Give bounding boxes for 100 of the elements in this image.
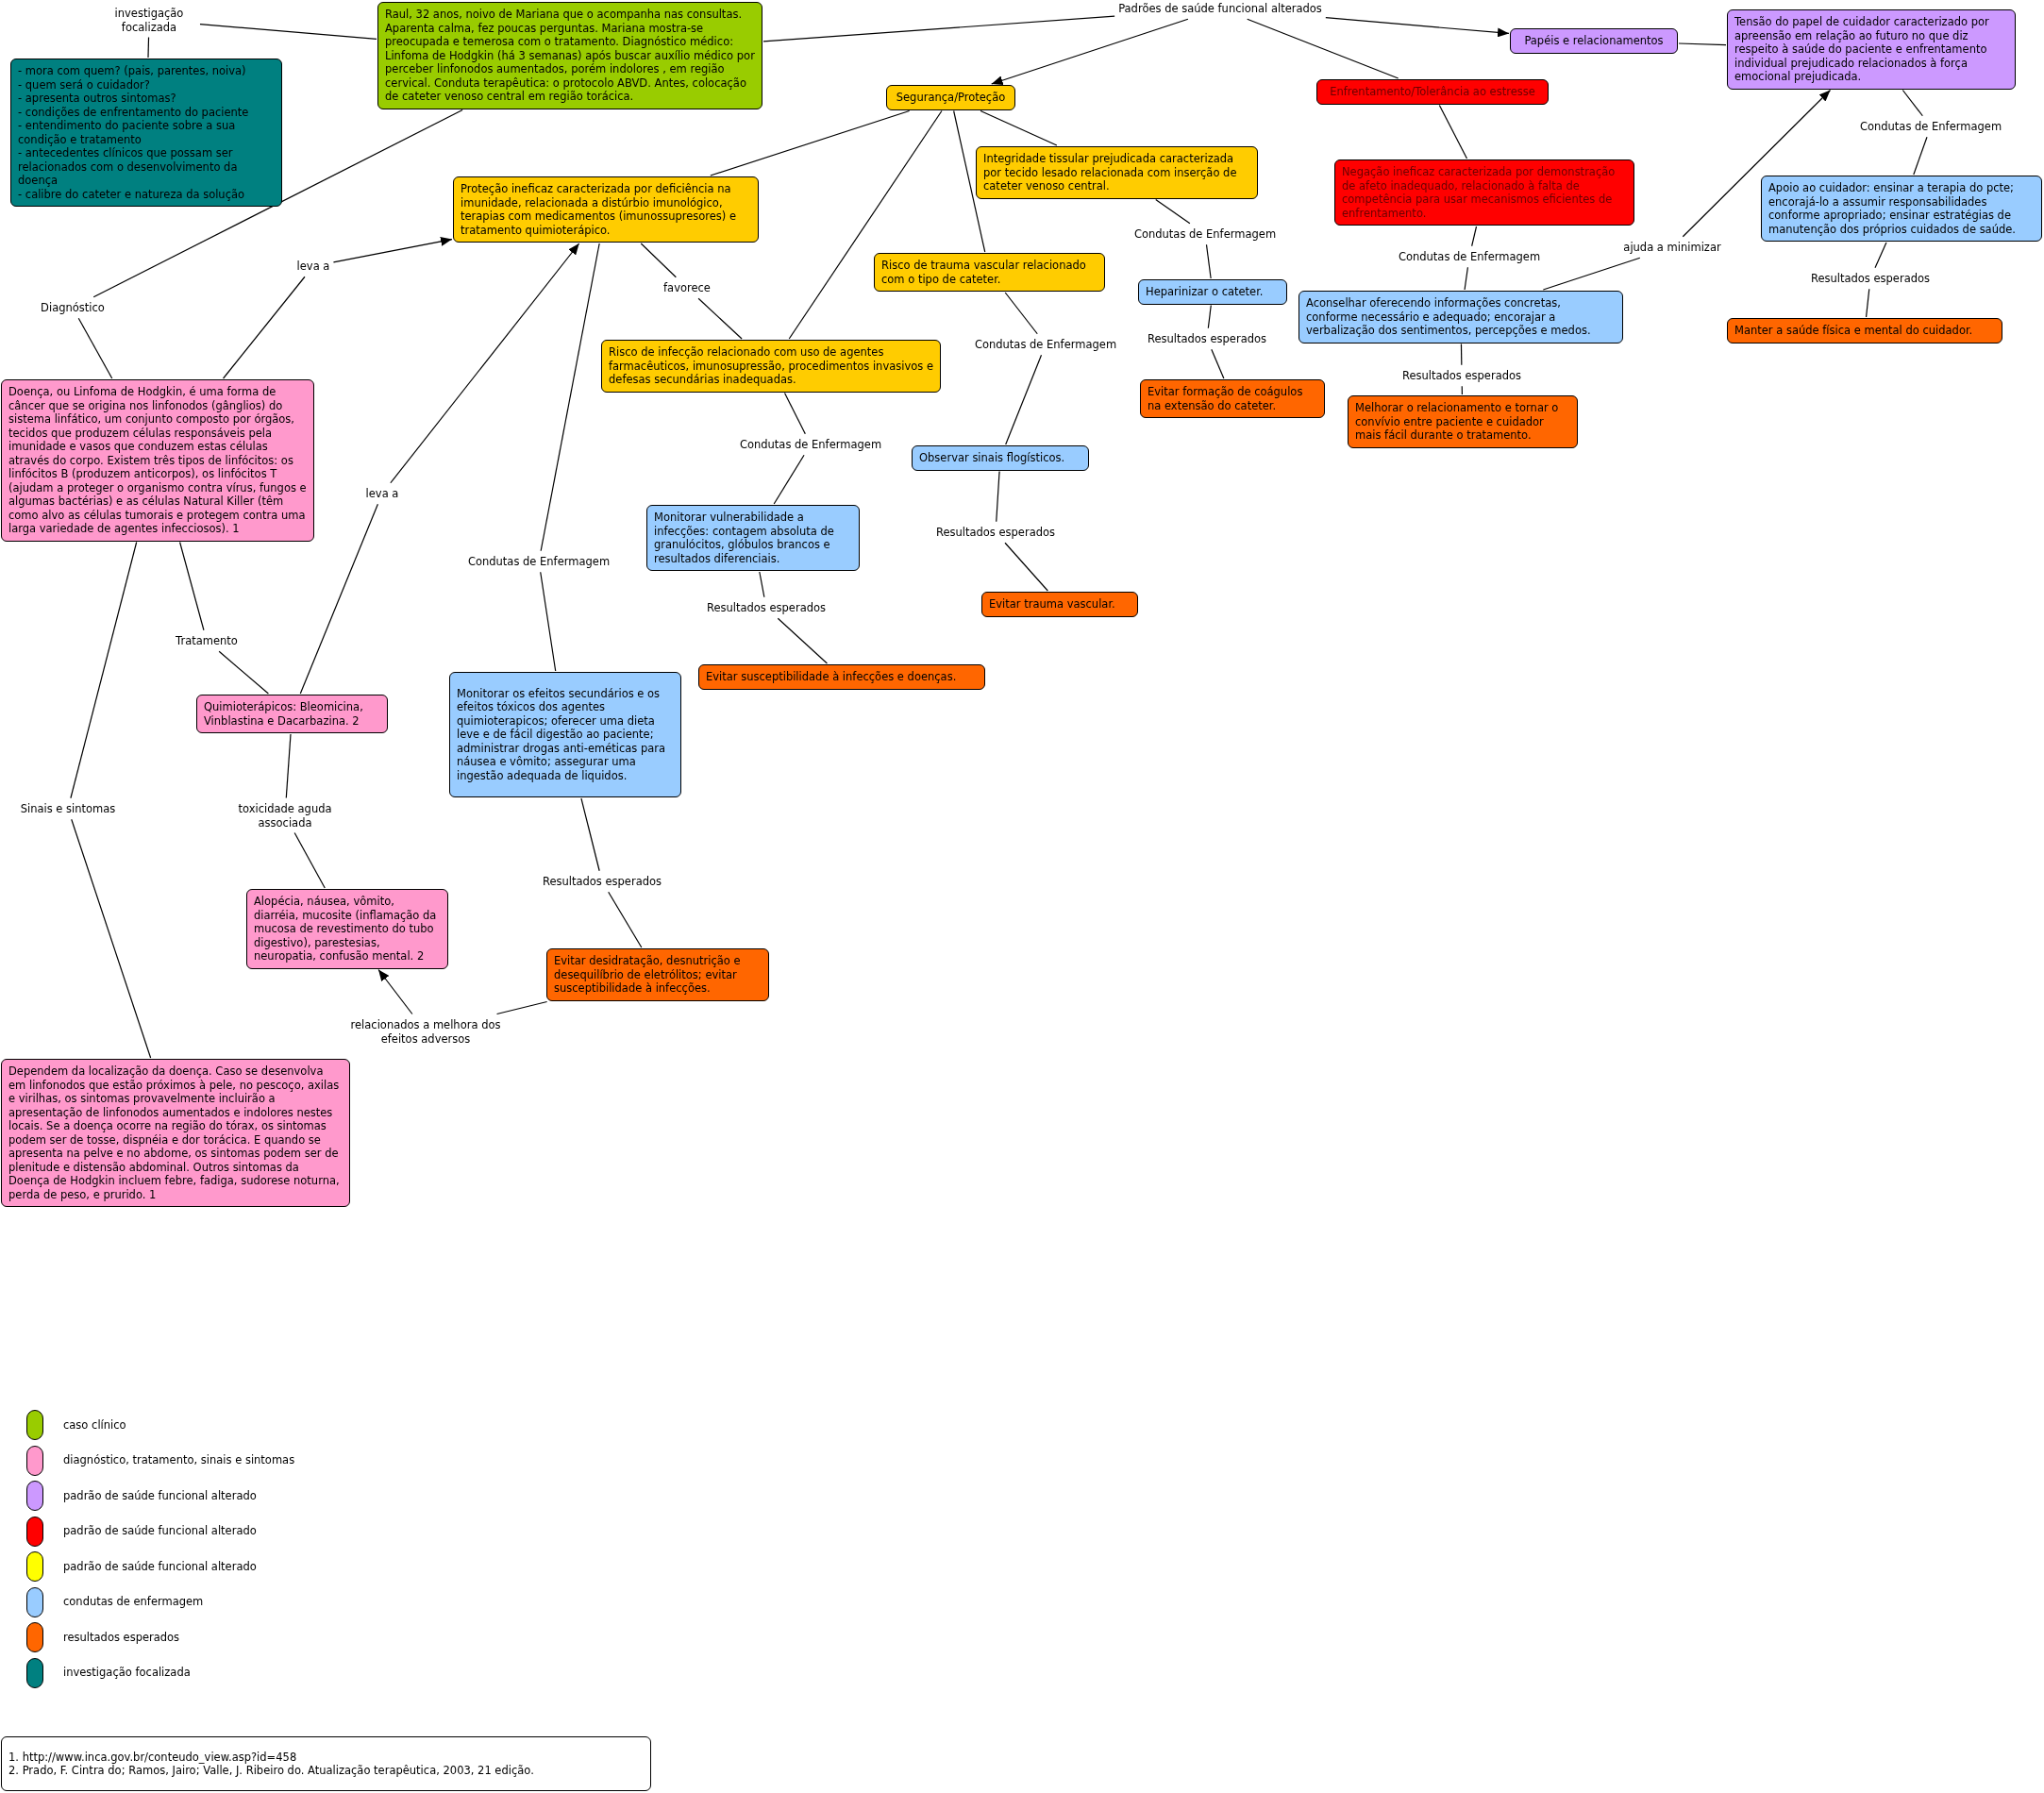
linking-phrase: leva a: [296, 259, 330, 274]
linking-phrase: Resultados esperados: [1810, 271, 1931, 286]
connector-line: [1247, 18, 1399, 79]
connector-line: [1542, 257, 1641, 291]
connector-line: [1471, 226, 1478, 247]
concept-box: Raul, 32 anos, noivo de Mariana que o acompanha nas consultas. Aparenta calma, fez poucas perguntas. Mariana mostra-se preocupada e temerosa com o tratamento. Diagnóstico médico: Linfoma de Hodgkin (há 3 semanas) após buscar auxílio médico por perceber linfonodos aumentados, porém indolores , em região cervical. Conduta terapêutica: o protocolo ABVD. Antes, colocação de cateter venoso central em região torácica.: [377, 2, 762, 109]
connector-line: [1205, 243, 1212, 279]
list-item: - entendimento do paciente sobre a sua condição e tratamento: [18, 119, 237, 146]
concept-box: Evitar trauma vascular.: [981, 592, 1138, 617]
concept-box: Evitar formação de coágulos na extensão do cateter.: [1140, 379, 1325, 418]
linking-phrase: investigação focalizada: [102, 6, 196, 34]
arrow: [1682, 89, 1832, 238]
concept-box: Dependem da localização da doença. Caso se desenvolva em linfonodos que estão próximos à pele, no pescoço, axilas e virilhas, os sintomas provavelmente incluirão a apresentação de linfonodos aumentados e indolores nestes locais. Se a doença ocorre na região do tórax, os sintomas podem ser de tosse, dispnéia e dor torácica. E quando se apresenta na pelve e no abdome, os sintomas podem ser de plenitude e distensão abdominal. Outros sintomas da Doença de Hodgkin incluem febre, fadiga, sudorese noturna, perda de peso, e prurido. 1: [1, 1059, 350, 1207]
concept-box: Doença, ou Linfoma de Hodgkin, é uma forma de câncer que se origina nos linfonodos (gânglios) do sistema linfático, um conjunto composto por órgãos, tecidos que produzem células responsáveis pela imunidade e vasos que conduzem estas células através do corpo. Existem três tipos de linfócitos: os linfócitos B (produzem anticorpos), os linfócitos T (ajudam a proteger o organismo contra vírus, fungos e algumas bactérias) e as células Natural Killer (têm como alvo as células tumorais e protegem contra uma larga variedade de agentes infecciosos). 1: [1, 379, 314, 542]
concept-box: Risco de infecção relacionado com uso de agentes farmacêuticos, imunosupressão, procedimentos invasivos e defesas secundárias inadequadas.: [601, 340, 941, 393]
connector-line: [299, 503, 378, 695]
list-item: - mora com quem? (pais, parentes, noiva): [18, 64, 247, 78]
linking-phrase: Padrões de saúde funcional alterados: [1118, 1, 1322, 16]
concept-box: Melhorar o relacionamento e tornar o convívio entre paciente e cuidador mais fácil durante o tratamento.: [1348, 395, 1578, 448]
arrow: [1325, 17, 1510, 38]
linking-phrase: toxicidade aguda associada: [224, 801, 346, 829]
connector-line: [580, 797, 600, 872]
legend-label: caso clínico: [63, 1417, 126, 1433]
connector-line: [759, 571, 765, 598]
connector-line: [783, 392, 806, 435]
connector-line: [293, 831, 326, 889]
linking-phrase: Condutas de Enfermagem: [739, 437, 882, 452]
concept-box: Monitorar os efeitos secundários e os efeitos tóxicos dos agentes quimioterapicos; oferecer uma dieta leve e de fácil digestão ao paciente; administrar drogas anti-eméticas para náusea e vômito; assegurar uma ingestão adequada de liquidos.: [449, 672, 681, 797]
connector-line: [1005, 354, 1043, 445]
concept-box: Integridade tissular prejudicada caracterizada por tecido lesado relacionada com inserção de cateter venoso central.: [976, 146, 1258, 199]
concept-box: Enfrentamento/Tolerância ao estresse: [1316, 79, 1549, 105]
linking-phrase: ajuda a minimizar: [1623, 240, 1721, 255]
arrow: [991, 18, 1189, 85]
concept-box: Segurança/Proteção: [886, 85, 1015, 110]
arrow: [332, 236, 453, 263]
concept-box: Evitar desidratação, desnutrição e desequilíbrio de eletrólitos; evitar susceptibilidade à infecções.: [546, 948, 769, 1001]
linking-phrase: Resultados esperados: [935, 525, 1056, 540]
linking-phrase: favorece: [663, 280, 711, 295]
connector-line: [773, 454, 805, 505]
concept-box: Manter a saúde física e mental do cuidador.: [1727, 318, 2002, 344]
linking-phrase: Condutas de Enfermagem: [974, 337, 1117, 352]
legend-label: diagnóstico, tratamento, sinais e sintomas: [63, 1453, 295, 1467]
connector-line: [710, 109, 911, 176]
linking-phrase: Condutas de Enfermagem: [467, 554, 611, 569]
connector-line: [953, 109, 986, 253]
connector-line: [1902, 89, 1923, 117]
connector-line: [1678, 42, 1727, 46]
concept-box: Observar sinais flogísticos.: [912, 445, 1089, 471]
legend-label: resultados esperados: [63, 1630, 180, 1645]
connector-line: [70, 541, 138, 799]
list-item: - calibre do cateter e natureza da solução: [18, 187, 246, 201]
linking-phrase: Diagnóstico: [41, 300, 105, 315]
connector-line: [1207, 304, 1212, 329]
connector-line: [1460, 343, 1463, 366]
linking-phrase: Sinais e sintomas: [20, 801, 116, 816]
connector-line: [77, 317, 113, 379]
legend-label: investigação focalizada: [63, 1666, 191, 1680]
list-item: - quem será o cuidador?: [18, 77, 151, 92]
connector-line: [285, 733, 292, 799]
linking-phrase: Condutas de Enfermagem: [1398, 249, 1541, 264]
linking-phrase: leva a: [365, 486, 399, 501]
connector-line: [495, 1000, 548, 1015]
concept-box: Aconselhar oferecendo informações concretas, conforme necessário e adequado; encorajar a verbalização dos sentimentos, percepções e medos.: [1298, 291, 1623, 344]
connector-line: [697, 297, 743, 340]
connector-line: [788, 109, 943, 340]
connector-line: [540, 243, 600, 552]
linking-phrase: Resultados esperados: [542, 874, 662, 889]
concept-box: Apoio ao cuidador: ensinar a terapia do pcte; encorajá-lo a assumir responsabilidades conforme apropriado; ensinar estratégias de manutenção dos próprios cuidados de saúde.: [1761, 176, 2042, 242]
concept-box: [1, 1736, 651, 1791]
connector-line: [1464, 266, 1468, 291]
linking-phrase: Tratamento: [176, 633, 238, 648]
linking-phrase: Resultados esperados: [706, 600, 827, 615]
list-item: - condições de enfrentamento do paciente: [18, 105, 250, 119]
connector-line: [218, 650, 269, 695]
concept-box: Risco de trauma vascular relacionado com o tipo de cateter.: [874, 253, 1105, 292]
concept-box: Tensão do papel de cuidador caracterizado por apreensão em relação ao futuro no que diz respeito à saúde do paciente e enfrentamento individual prejudicado relacionados à força emocional prejudicada.: [1727, 9, 2016, 90]
linking-phrase: Resultados esperados: [1401, 368, 1522, 383]
concept-box: Monitorar vulnerabilidade a infecções: contagem absoluta de granulócitos, glóbulos brancos e resultados diferenciais.: [646, 505, 860, 571]
connector-line: [199, 23, 377, 40]
connector-line: [222, 276, 306, 379]
connector-line: [1211, 348, 1225, 379]
concept-box: Alopécia, náusea, vômito, diarréia, mucosite (inflamação da mucosa de revestimento do tubo digestivo), parestesias, neuropatia, confusão mental. 2: [246, 889, 448, 969]
connector-line: [980, 109, 1058, 146]
concept-box: Negação ineficaz caracterizada por demonstração de afeto inadequado, relacionado à falta de competência para usar mecanismos eficientes de enfrentamento.: [1334, 159, 1634, 226]
connector-line: [1461, 385, 1463, 395]
connector-line: [640, 243, 677, 278]
list-item: - antecedentes clínicos que possam ser relacionados com o desenvolvimento da doença: [18, 146, 239, 188]
connector-line: [540, 571, 557, 672]
legend-label: padrão de saúde funcional alterado: [63, 1488, 257, 1503]
connector-line: [1004, 542, 1048, 592]
connector-line: [1913, 136, 1928, 176]
linking-phrase: relacionados a melhora dos efeitos adversos: [333, 1017, 518, 1046]
arrow: [390, 243, 580, 484]
connector-line: [1155, 198, 1191, 225]
linking-phrase: Condutas de Enfermagem: [1859, 119, 2002, 134]
connector-line: [608, 891, 643, 948]
legend-label: condutas de enfermagem: [63, 1595, 204, 1609]
linking-phrase: Resultados esperados: [1147, 331, 1267, 346]
concept-box: Quimioterápicos: Bleomicina, Vinblastina e Dacarbazina. 2: [196, 695, 388, 733]
connector-line: [996, 470, 1000, 523]
